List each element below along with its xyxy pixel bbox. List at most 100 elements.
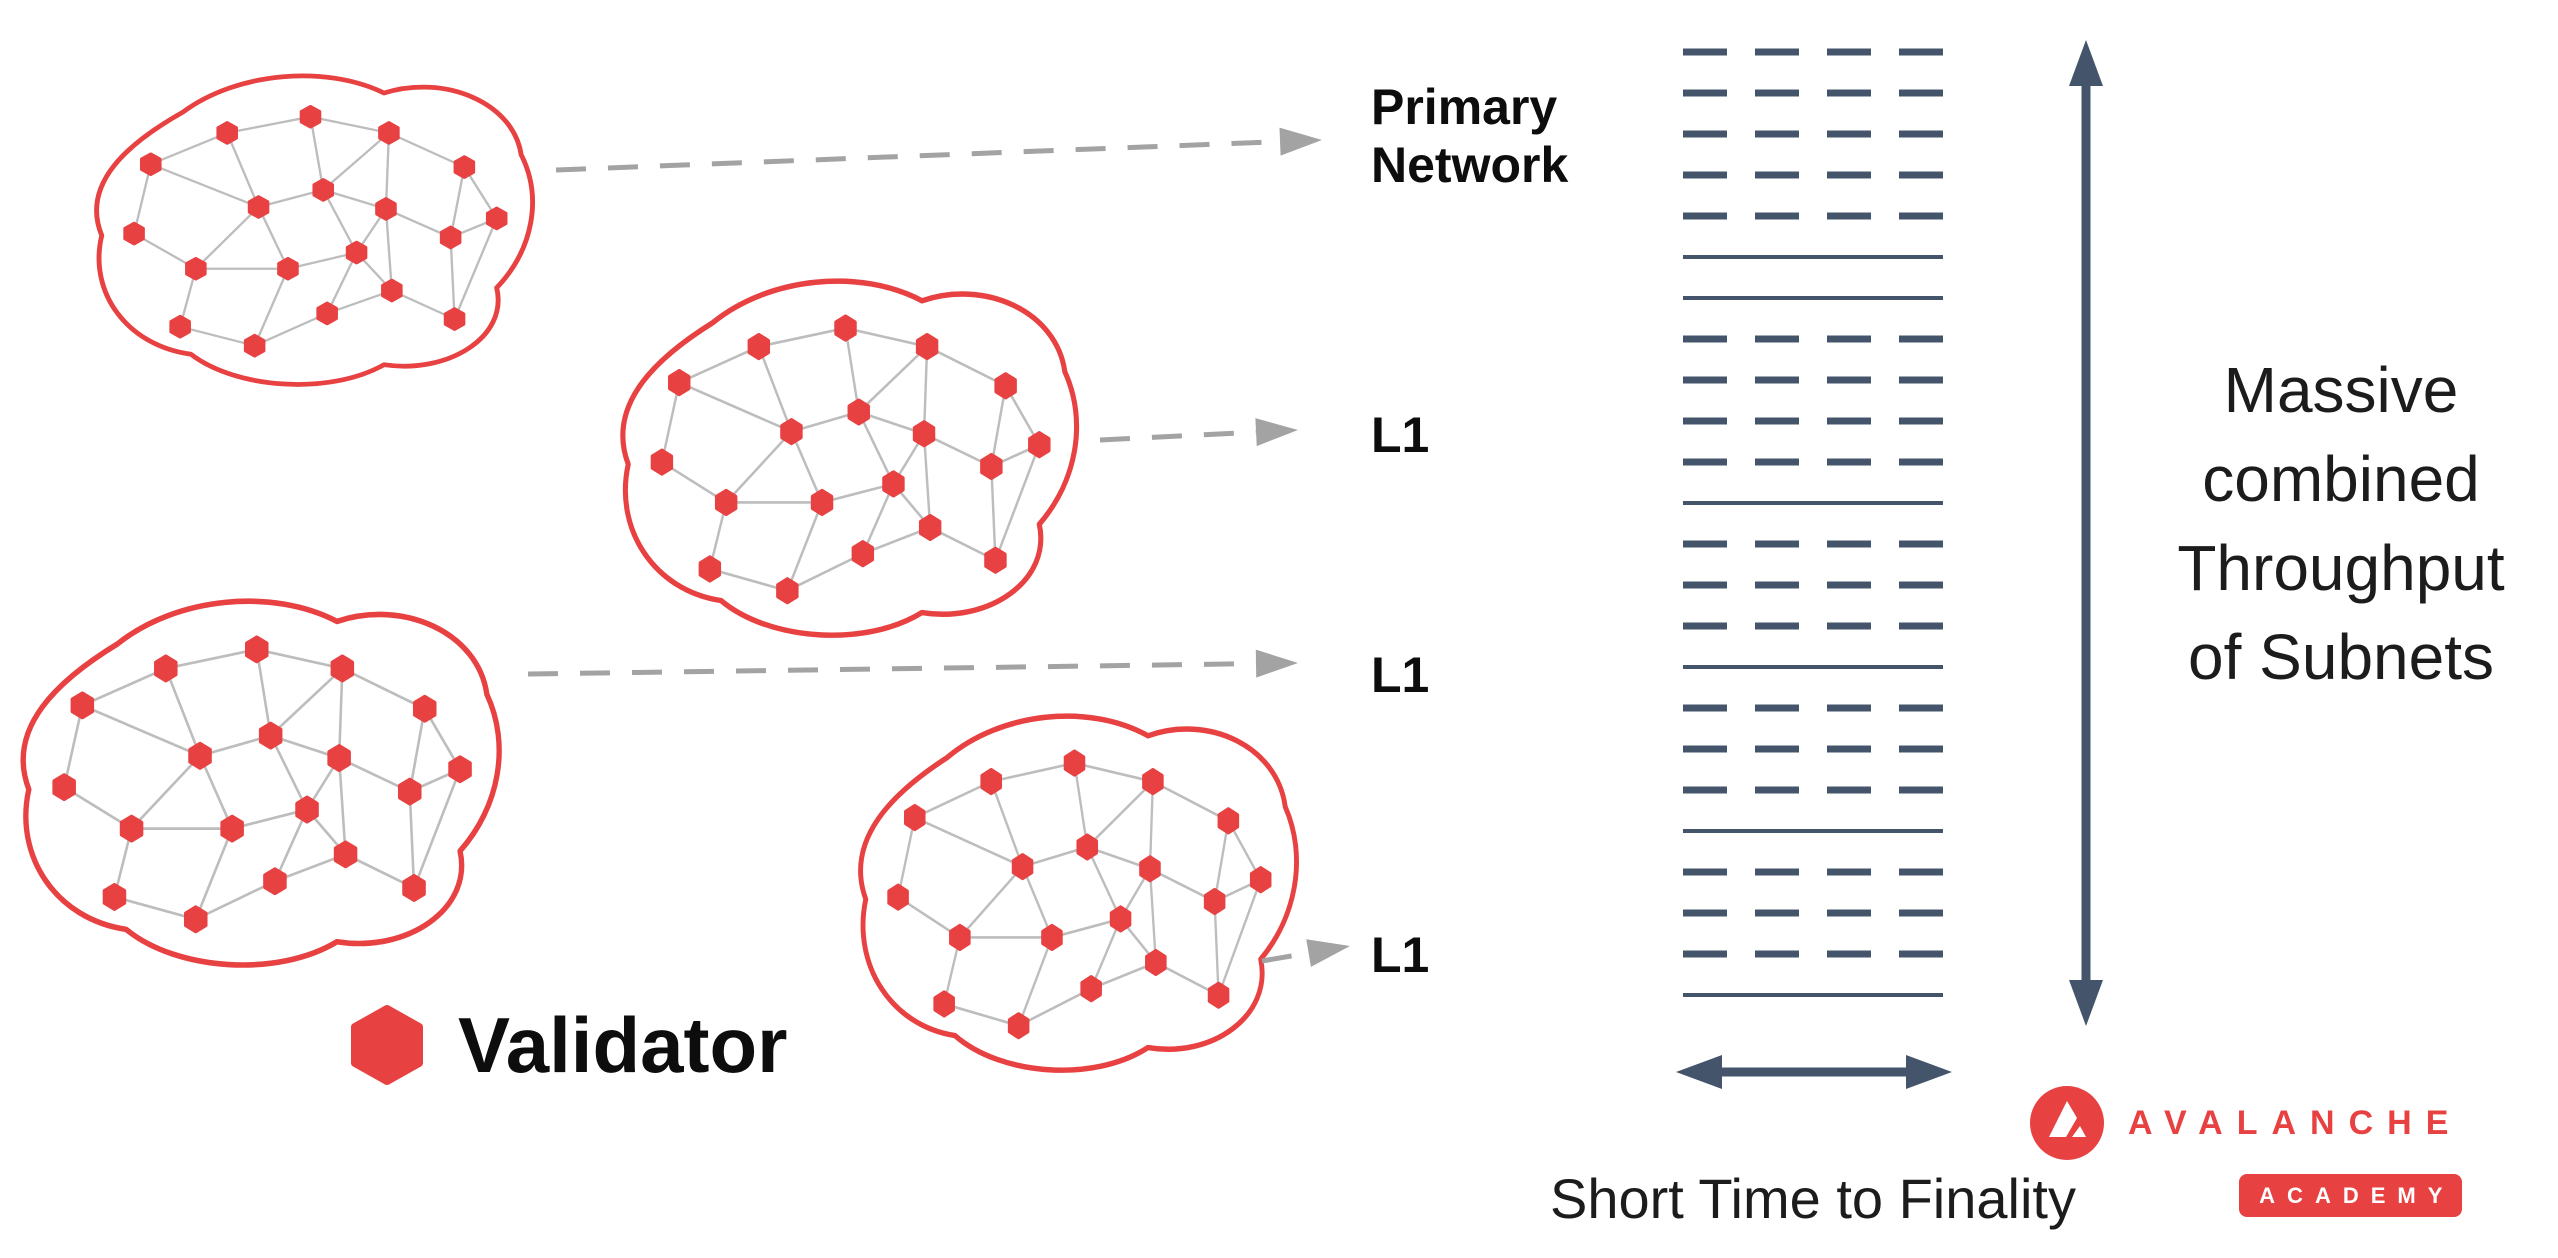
validator-node xyxy=(243,333,266,358)
network-edge xyxy=(990,761,1075,783)
finality-caption: Short Time to Finality xyxy=(1550,1167,2076,1230)
validator-node xyxy=(485,206,508,231)
primary-network-label: Primary Network xyxy=(1371,79,1569,193)
network-edge xyxy=(114,895,197,921)
network-edge xyxy=(254,312,328,347)
logo-brand-text: AVALANCHE xyxy=(2128,1103,2463,1142)
validator-node xyxy=(887,883,909,911)
network-edge xyxy=(337,757,347,855)
network-edge xyxy=(449,237,456,320)
validator-node xyxy=(216,121,238,145)
throughput-pattern xyxy=(1683,48,1943,997)
avalanche-logo-icon xyxy=(2030,1086,2104,1160)
network-edge xyxy=(1018,987,1092,1027)
network-edge xyxy=(786,501,824,592)
validator-node xyxy=(903,803,926,832)
primary-network-blob xyxy=(94,73,535,387)
subnet-outline xyxy=(94,73,535,387)
validator-legend: Validator xyxy=(346,1004,787,1086)
finality-range-arrow xyxy=(1676,1055,1952,1089)
validator-node xyxy=(312,178,335,202)
network-edge xyxy=(412,768,462,889)
network-edge xyxy=(845,326,928,348)
validator-node xyxy=(154,654,178,683)
subnet-outline xyxy=(20,598,502,968)
validator-node xyxy=(847,398,870,426)
network-edge xyxy=(821,482,894,504)
network-edge xyxy=(341,667,426,710)
validator-node xyxy=(1076,833,1099,861)
arrowhead-icon xyxy=(1906,1055,1952,1089)
validator-node xyxy=(810,488,834,517)
network-edge xyxy=(81,704,201,758)
network-edge xyxy=(231,808,308,830)
network-edge xyxy=(179,325,255,347)
subnet-outline xyxy=(858,713,1299,1073)
network-edge xyxy=(959,865,1024,939)
validator-node xyxy=(381,278,403,303)
network-edge xyxy=(322,132,390,191)
network-edge xyxy=(1213,820,1230,902)
network-edge xyxy=(757,346,793,433)
arrowhead-icon xyxy=(1306,939,1350,967)
network-edge xyxy=(164,667,202,757)
validator-node xyxy=(448,755,472,784)
network-edge xyxy=(914,780,992,819)
arrowhead-icon xyxy=(1676,1055,1722,1089)
network-edge xyxy=(194,828,234,920)
validator-node xyxy=(263,867,287,896)
validator-node xyxy=(834,314,857,342)
validator-node xyxy=(397,777,422,806)
network-edge xyxy=(758,326,846,348)
network-edge xyxy=(861,483,895,555)
network-edge xyxy=(660,382,681,463)
validator-node xyxy=(698,555,722,583)
validator-node xyxy=(183,905,208,934)
validator-node xyxy=(1063,749,1086,777)
network-edge xyxy=(150,131,228,166)
validator-node xyxy=(1080,975,1102,1003)
network-edge xyxy=(269,735,309,811)
validator-node xyxy=(912,420,936,448)
validator-node xyxy=(1041,923,1063,952)
network-edge xyxy=(322,189,358,254)
network-edge xyxy=(922,346,929,434)
arrowhead-icon xyxy=(1279,127,1322,156)
validator-node xyxy=(650,448,674,476)
network-edge xyxy=(922,433,932,528)
validator-node xyxy=(1249,866,1272,894)
network-edge xyxy=(449,166,466,238)
network-edge xyxy=(1086,780,1154,848)
network-edge xyxy=(1017,936,1054,1027)
validator-node xyxy=(994,372,1017,400)
l1-label-1: L1 xyxy=(1371,407,1430,463)
validator-node xyxy=(330,654,355,683)
network-edge xyxy=(388,131,465,169)
network-edge xyxy=(326,252,358,314)
arrowhead-icon xyxy=(2069,980,2103,1026)
validator-node xyxy=(915,332,939,361)
network-edge xyxy=(310,115,390,135)
network-edge xyxy=(384,208,394,291)
network-edge xyxy=(1148,781,1155,869)
network-edge xyxy=(990,781,1024,868)
network-edge xyxy=(62,705,84,788)
validator-node xyxy=(258,721,283,750)
validator-node xyxy=(52,773,76,802)
network-edge xyxy=(273,808,309,882)
validator-node xyxy=(188,741,212,770)
network-edge xyxy=(1074,761,1154,783)
validator-node xyxy=(453,155,476,179)
validator-legend-label: Validator xyxy=(458,1001,788,1089)
network-edge xyxy=(896,817,916,898)
arrow-to-primary-network xyxy=(555,127,1322,173)
validator-node xyxy=(412,694,437,723)
validator-node xyxy=(295,795,319,824)
validator-node xyxy=(933,990,955,1018)
network-edge xyxy=(990,466,997,561)
arrow-to-l1-2 xyxy=(527,649,1298,678)
validator-node xyxy=(1011,852,1034,881)
validator-node xyxy=(102,882,127,911)
validator-node xyxy=(333,840,358,869)
